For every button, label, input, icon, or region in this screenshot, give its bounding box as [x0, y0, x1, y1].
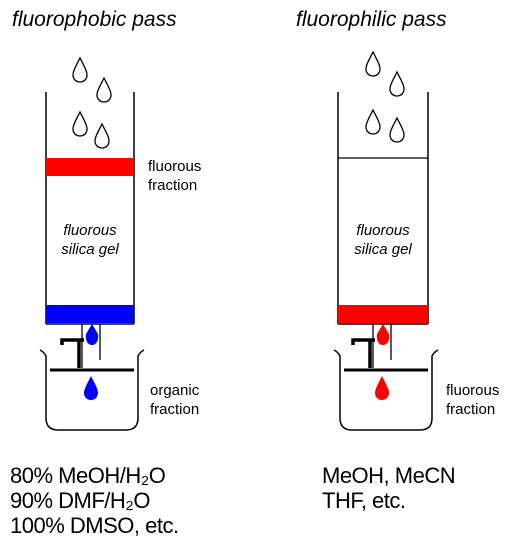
solvent-item: MeOH, MeCN: [322, 463, 456, 488]
solvent-drop: [389, 116, 405, 143]
right-panel-title: fluorophilic pass: [296, 8, 447, 31]
solvent-drop: [365, 50, 381, 77]
right-solvent-list: MeOH, MeCN THF, etc.: [322, 463, 456, 513]
left-top-band: [46, 158, 134, 176]
left-panel-title: fluorophobic pass: [12, 8, 177, 31]
label-line: organic: [150, 382, 200, 399]
left-fluorous-fraction-label: fluorous fraction: [148, 157, 201, 195]
right-beaker-drop: [375, 376, 389, 400]
left-solvent-drops: [72, 56, 112, 149]
solvent-item: 90% DMF/H₂O: [10, 488, 150, 513]
solvent-item: 80% MeOH/H₂O: [10, 463, 166, 488]
right-bottom-band: [338, 305, 428, 323]
left-beaker-drop: [84, 376, 98, 400]
solvent-item: 100% DMSO, etc.: [10, 513, 179, 538]
left-exit-drop: [85, 324, 99, 345]
solvent-drop: [94, 122, 110, 149]
left-solvent-list: 80% MeOH/H₂O 90% DMF/H₂O 100% DMSO, etc.: [10, 463, 179, 538]
left-stopcock: [60, 338, 84, 345]
left-bottom-band: [46, 305, 134, 323]
label-line: silica gel: [61, 241, 119, 258]
right-gel-label: fluorous silica gel: [328, 221, 438, 259]
left-column: [45, 92, 135, 368]
right-stopcock: [351, 338, 375, 345]
label-line: fraction: [148, 177, 198, 194]
solvent-drop: [365, 108, 381, 135]
label-line: fraction: [150, 401, 200, 418]
solvent-drop: [72, 110, 88, 137]
right-beaker: [333, 349, 439, 431]
right-column: [337, 92, 429, 368]
solvent-item: THF, etc.: [322, 488, 406, 513]
right-fluorous-fraction-label: fluorous fraction: [446, 381, 499, 419]
right-solvent-drops: [365, 50, 405, 143]
solvent-drop: [72, 56, 88, 83]
label-line: fluorous: [63, 222, 117, 239]
label-line: fluorous: [148, 158, 202, 175]
label-line: fluorous: [356, 222, 410, 239]
solvent-drop: [389, 70, 405, 97]
label-line: fluorous: [446, 382, 500, 399]
label-line: silica gel: [354, 241, 412, 258]
left-beaker: [39, 349, 145, 431]
left-gel-label: fluorous silica gel: [35, 221, 145, 259]
right-exit-drop: [376, 324, 390, 345]
label-line: fraction: [446, 401, 496, 418]
left-organic-fraction-label: organic fraction: [150, 381, 199, 419]
solvent-drop: [96, 76, 112, 103]
